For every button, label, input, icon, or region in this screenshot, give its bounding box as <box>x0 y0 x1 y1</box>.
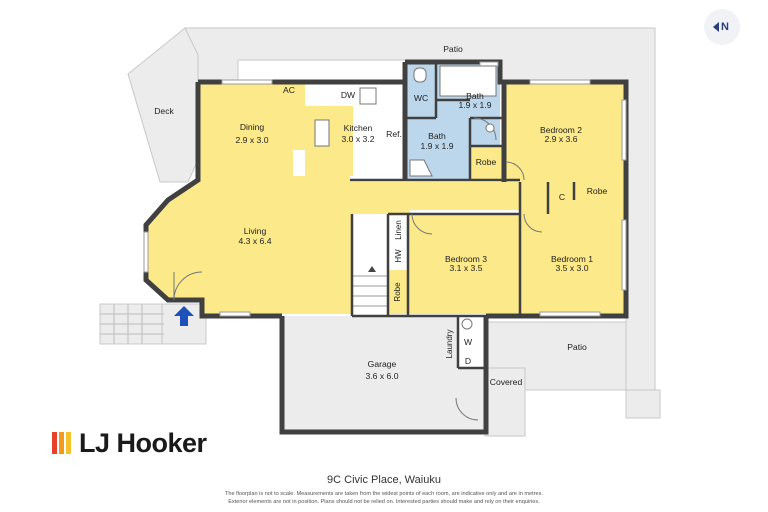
robe-center-floor <box>470 146 504 180</box>
dryer-label: D <box>465 356 471 366</box>
disclaimer-line-1: The floorplan is not to scale. Measureme… <box>224 491 544 497</box>
wc-label: WC <box>414 93 428 103</box>
brand-bars-icon <box>52 432 71 454</box>
deck-label: Deck <box>154 106 174 116</box>
brand-bar-orange <box>59 432 64 454</box>
laundry-tub-icon <box>461 318 473 330</box>
basin-icon <box>485 123 495 133</box>
kitchen-label: Kitchen <box>344 123 373 133</box>
bath-top-size: 1.9 x 1.9 <box>459 100 492 110</box>
bedroom3-label: Bedroom 3 <box>445 254 487 264</box>
brand-logo: LJ Hooker <box>52 428 207 458</box>
doors <box>173 117 543 421</box>
interior-floors <box>146 64 624 430</box>
laundry-label: Laundry <box>445 330 454 359</box>
dining-label: Dining <box>240 122 265 132</box>
garage-size: 3.6 x 6.0 <box>366 371 399 381</box>
cooktop-icon <box>359 87 377 105</box>
inner-walls <box>350 62 576 370</box>
deck-area <box>127 27 199 183</box>
property-address: 9C Civic Place, Waiuku <box>327 474 441 486</box>
patio-right-label: Patio <box>567 342 587 352</box>
room-labels: Patio Deck Dining 2.9 x 3.0 AC DW Kitche… <box>154 44 607 387</box>
shower-icon <box>409 159 433 177</box>
bedroom2-floor <box>504 84 624 182</box>
brand-name: LJ Hooker <box>79 427 207 458</box>
compass-arrow-icon <box>713 22 719 32</box>
washer-label: W <box>464 337 473 347</box>
bedroom1-size: 3.5 x 3.0 <box>556 263 589 273</box>
garage-label: Garage <box>368 359 397 369</box>
robe-center-label: Robe <box>476 157 497 167</box>
dining-size: 2.9 x 3.0 <box>236 135 269 145</box>
stair-floor <box>352 266 388 314</box>
covered-label: Covered <box>490 377 523 387</box>
toilet-icon <box>413 67 427 83</box>
step-lines <box>100 304 164 344</box>
bedroom1-label: Bedroom 1 <box>551 254 593 264</box>
linen-label: Linen <box>394 220 403 240</box>
stair-treads <box>352 266 388 307</box>
kitchen-sink-icon <box>314 119 330 147</box>
bath-mid-label: Bath <box>428 131 446 141</box>
bath-tub <box>439 65 497 97</box>
brand-bar-yellow <box>66 432 71 454</box>
compass-label: N <box>721 21 729 33</box>
robe-right-label: Robe <box>587 186 608 196</box>
closet-label: C <box>559 192 565 202</box>
outdoor-areas <box>99 27 661 437</box>
garage-floor <box>282 316 486 430</box>
north-compass: N <box>704 9 740 45</box>
bedroom3-floor <box>388 214 520 314</box>
bedroom3-size: 3.1 x 3.5 <box>450 263 483 273</box>
bedroom1-floor <box>520 182 624 314</box>
bath-top-label: Bath <box>466 91 484 101</box>
kitchen-size: 3.0 x 3.2 <box>342 134 375 144</box>
dw-label: DW <box>341 90 356 100</box>
ac-label: AC <box>283 85 295 95</box>
bedroom2-size: 2.9 x 3.6 <box>545 134 578 144</box>
patio-top-label: Patio <box>443 44 463 54</box>
fixtures <box>314 65 497 330</box>
robe-small-floor <box>388 270 408 314</box>
bedroom2-label: Bedroom 2 <box>540 125 582 135</box>
hw-linen-floor <box>388 214 408 270</box>
brand-bar-red <box>52 432 57 454</box>
windows <box>143 61 627 317</box>
robe-small-label: Robe <box>393 282 402 302</box>
living-size: 4.3 x 6.4 <box>239 236 272 246</box>
living-label: Living <box>244 226 267 236</box>
covered-area <box>484 367 526 437</box>
hw-label: HW <box>394 249 403 263</box>
bath-mid-size: 1.9 x 1.9 <box>421 141 454 151</box>
ref-label: Ref. <box>386 129 402 139</box>
disclaimer-line-2: Exterior elements are not in position. P… <box>228 499 540 505</box>
entry-arrow-icon <box>174 306 194 326</box>
living-dining-floor <box>146 84 520 314</box>
